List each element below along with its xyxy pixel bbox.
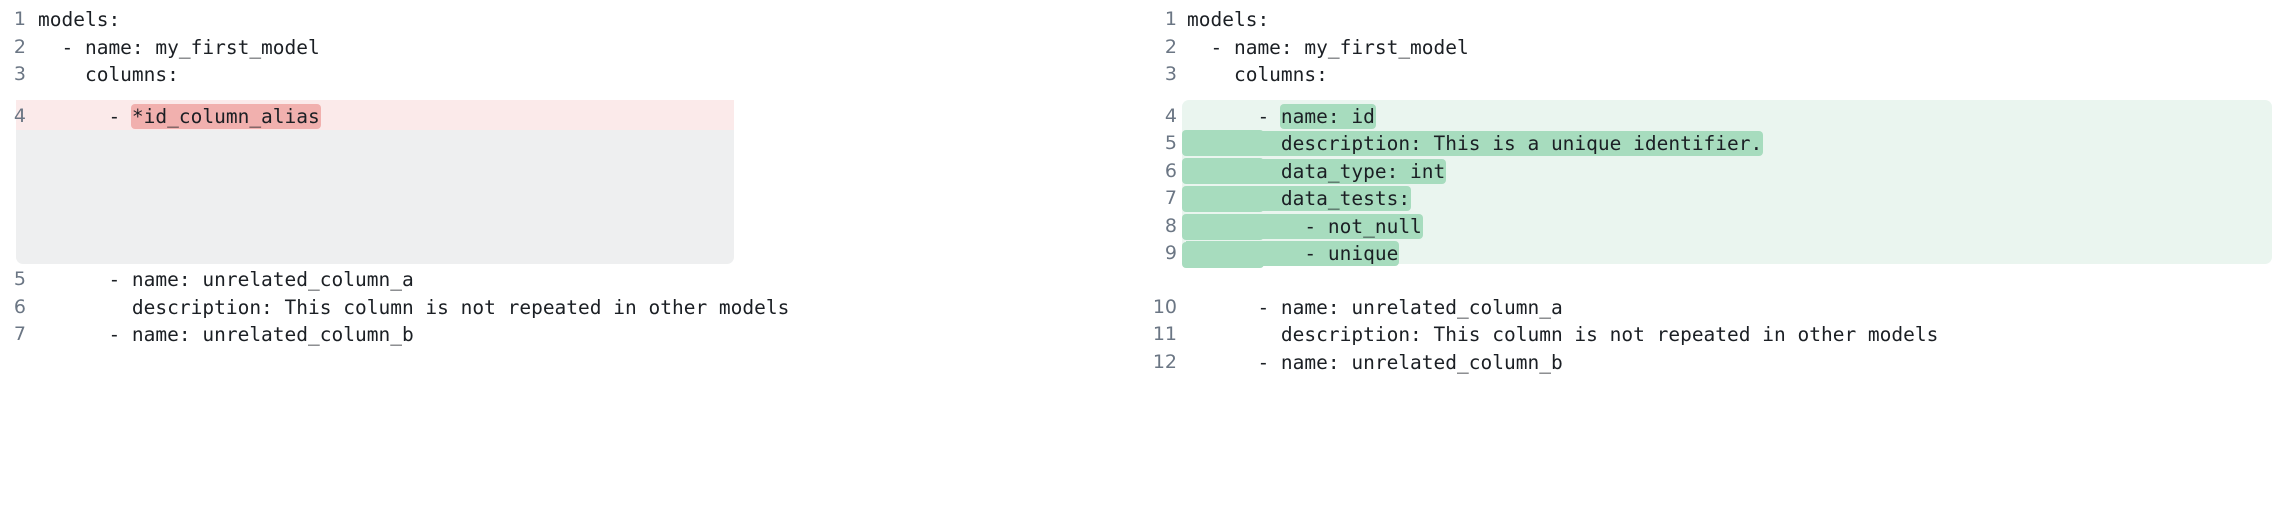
line-content: models: <box>1187 8 1270 31</box>
line-content: - not_null <box>1177 213 2278 241</box>
code-lines-before: 1 models: 2 - name: my_first_model 3 col… <box>0 0 1139 349</box>
line-content: - name: unrelated_column_b <box>1187 350 1563 374</box>
added-word-highlight: - unique <box>1186 241 1400 266</box>
code-line[interactable]: 6 description: This column is not repeat… <box>0 294 1139 322</box>
code-line-added[interactable]: 7 data_tests: <box>1139 185 2278 213</box>
line-content: - name: id <box>1177 103 2278 131</box>
block-gap <box>1139 268 2278 294</box>
added-word-highlight: name: id <box>1279 103 1376 129</box>
code-lines-after: 1 models: 2 - name: my_first_model 3 col… <box>1139 0 2278 376</box>
line-number: 1 <box>1164 8 1177 30</box>
line-content: models: <box>38 8 121 31</box>
line-content: - name: my_first_model <box>1187 35 1469 59</box>
code-line[interactable]: 1 models: <box>0 6 1139 34</box>
added-word-highlight: description: This is a unique identifier… <box>1186 131 1764 156</box>
line-number: 2 <box>1164 35 1177 58</box>
line-number: 9 <box>1164 242 1177 264</box>
code-line[interactable]: 2 - name: my_first_model <box>1139 34 2278 62</box>
code-line-removed[interactable]: 4 - *id_column_alias <box>0 103 1139 131</box>
code-line[interactable]: 3 columns: <box>1139 61 2278 89</box>
code-line[interactable]: 10 - name: unrelated_column_a <box>1139 294 2278 322</box>
line-content: - unique <box>1177 240 2278 268</box>
removed-word-highlight: *id_column_alias <box>130 103 321 129</box>
line-content: - *id_column_alias <box>26 103 1139 131</box>
code-line[interactable]: 2 - name: my_first_model <box>0 34 1139 62</box>
code-line[interactable]: 5 - name: unrelated_column_a <box>0 266 1139 294</box>
line-number: 1 <box>13 8 26 30</box>
line-number: 4 <box>13 104 26 127</box>
line-number: 3 <box>13 63 26 85</box>
line-content: description: This column is not repeated… <box>1187 323 1939 346</box>
code-line[interactable]: 11 description: This column is not repea… <box>1139 321 2278 349</box>
line-number: 6 <box>13 295 26 318</box>
line-number: 8 <box>1164 214 1177 237</box>
code-line-added[interactable]: 5 description: This is a unique identifi… <box>1139 130 2278 158</box>
line-number: 2 <box>13 35 26 58</box>
added-word-highlight: data_type: int <box>1186 158 1447 184</box>
line-prefix: - <box>38 104 132 128</box>
code-line[interactable]: 1 models: <box>1139 6 2278 34</box>
line-number: 5 <box>1164 132 1177 154</box>
line-number: 5 <box>13 268 26 290</box>
code-line[interactable]: 7 - name: unrelated_column_b <box>0 321 1139 349</box>
line-content: columns: <box>38 63 179 86</box>
line-prefix: - <box>1187 104 1281 128</box>
line-content: data_type: int <box>1177 158 2278 186</box>
added-word-highlight: data_tests: <box>1186 186 1412 211</box>
line-content: - name: my_first_model <box>38 35 320 59</box>
added-word-highlight: - not_null <box>1186 213 1423 239</box>
line-content: description: This is a unique identifier… <box>1177 130 2278 158</box>
diff-pane-before[interactable]: 1 models: 2 - name: my_first_model 3 col… <box>0 0 1139 528</box>
line-number: 10 <box>1152 295 1177 318</box>
code-line[interactable]: 12 - name: unrelated_column_b <box>1139 349 2278 377</box>
line-number: 7 <box>13 323 26 345</box>
removed-fill-line <box>0 213 1139 241</box>
block-gap <box>0 240 1139 266</box>
code-line-added[interactable]: 6 data_type: int <box>1139 158 2278 186</box>
line-number: 6 <box>1164 159 1177 182</box>
block-top-pad <box>0 89 1139 103</box>
code-line-added[interactable]: 9 - unique <box>1139 240 2278 268</box>
line-number: 11 <box>1152 323 1177 345</box>
line-number: 4 <box>1164 104 1177 127</box>
line-content: - name: unrelated_column_b <box>38 323 414 346</box>
line-number: 12 <box>1152 350 1177 373</box>
code-line-added[interactable]: 8 - not_null <box>1139 213 2278 241</box>
line-content: data_tests: <box>1177 185 2278 213</box>
line-content: - name: unrelated_column_a <box>38 268 414 291</box>
code-line-added[interactable]: 4 - name: id <box>1139 103 2278 131</box>
removed-fill-line <box>0 158 1139 186</box>
code-line[interactable]: 3 columns: <box>0 61 1139 89</box>
line-content: columns: <box>1187 63 1328 86</box>
block-top-pad <box>1139 89 2278 103</box>
line-content: description: This column is not repeated… <box>38 295 790 319</box>
removed-fill-line <box>0 185 1139 213</box>
diff-pane-after[interactable]: 1 models: 2 - name: my_first_model 3 col… <box>1139 0 2278 528</box>
line-number: 7 <box>1164 187 1177 209</box>
line-content: - name: unrelated_column_a <box>1187 295 1563 319</box>
removed-fill-line <box>0 130 1139 158</box>
line-number: 3 <box>1164 63 1177 85</box>
